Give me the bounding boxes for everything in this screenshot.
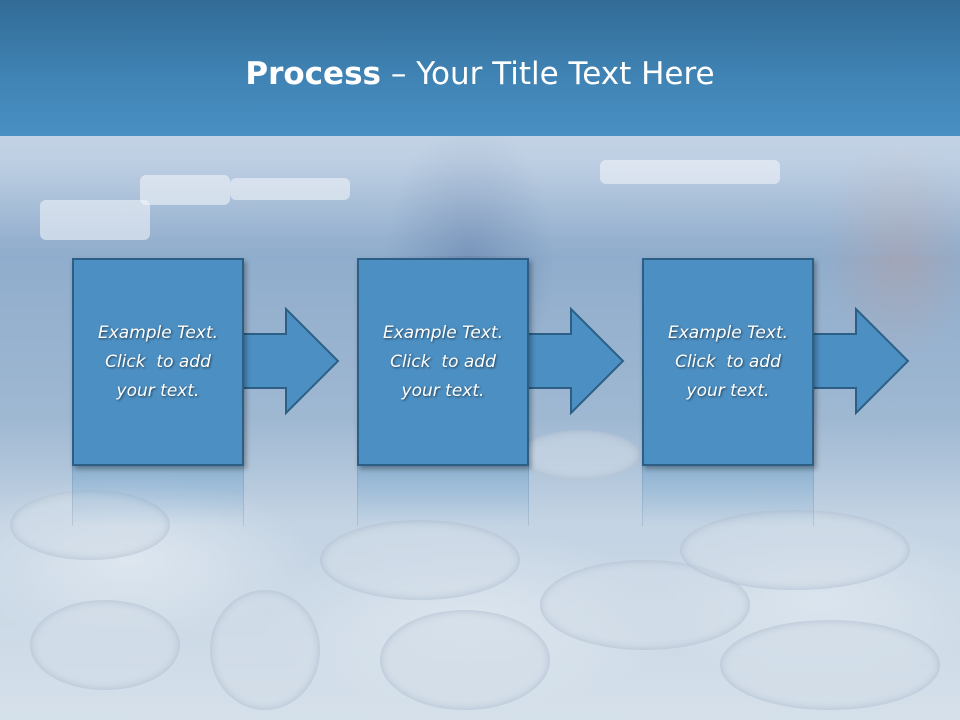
fish-shape [720,620,940,710]
fish-shape [210,590,320,710]
fish-shape [680,510,910,590]
step-box-1[interactable]: Example Text. Click to add your text. [72,258,244,466]
title-bold: Process [245,56,381,92]
step-text-line: Example Text. [667,322,789,343]
boat-shape [230,178,350,200]
title-bar: Process – Your Title Text Here [0,0,960,136]
right-arrow-icon [809,306,910,416]
slide-title[interactable]: Process – Your Title Text Here [0,52,960,96]
step-text-line: Click to add [105,351,211,372]
step-reflection [72,466,244,526]
step-reflection [357,466,529,526]
step-text-line: your text. [686,380,770,401]
step-text-line: Example Text. [97,322,219,343]
step-text: Example Text. Click to add your text. [648,319,808,406]
fish-shape [520,430,640,480]
step-text: Example Text. Click to add your text. [78,319,238,406]
boat-shape [40,200,150,240]
step-reflection [642,466,814,526]
step-text: Example Text. Click to add your text. [363,319,523,406]
fish-shape [30,600,180,690]
fish-shape [10,490,170,560]
step-box-2[interactable]: Example Text. Click to add your text. [357,258,529,466]
step-text-line: your text. [401,380,485,401]
step-box-3[interactable]: Example Text. Click to add your text. [642,258,814,466]
step-text-line: Click to add [675,351,781,372]
fish-shape [320,520,520,600]
boat-shape [140,175,230,205]
step-text-line: Example Text. [382,322,504,343]
step-text-line: Click to add [390,351,496,372]
right-arrow-icon [524,306,625,416]
step-text-line: your text. [116,380,200,401]
title-rest: – Your Title Text Here [381,56,715,92]
right-arrow-icon [239,306,340,416]
fish-shape [380,610,550,710]
boat-shape [600,160,780,184]
